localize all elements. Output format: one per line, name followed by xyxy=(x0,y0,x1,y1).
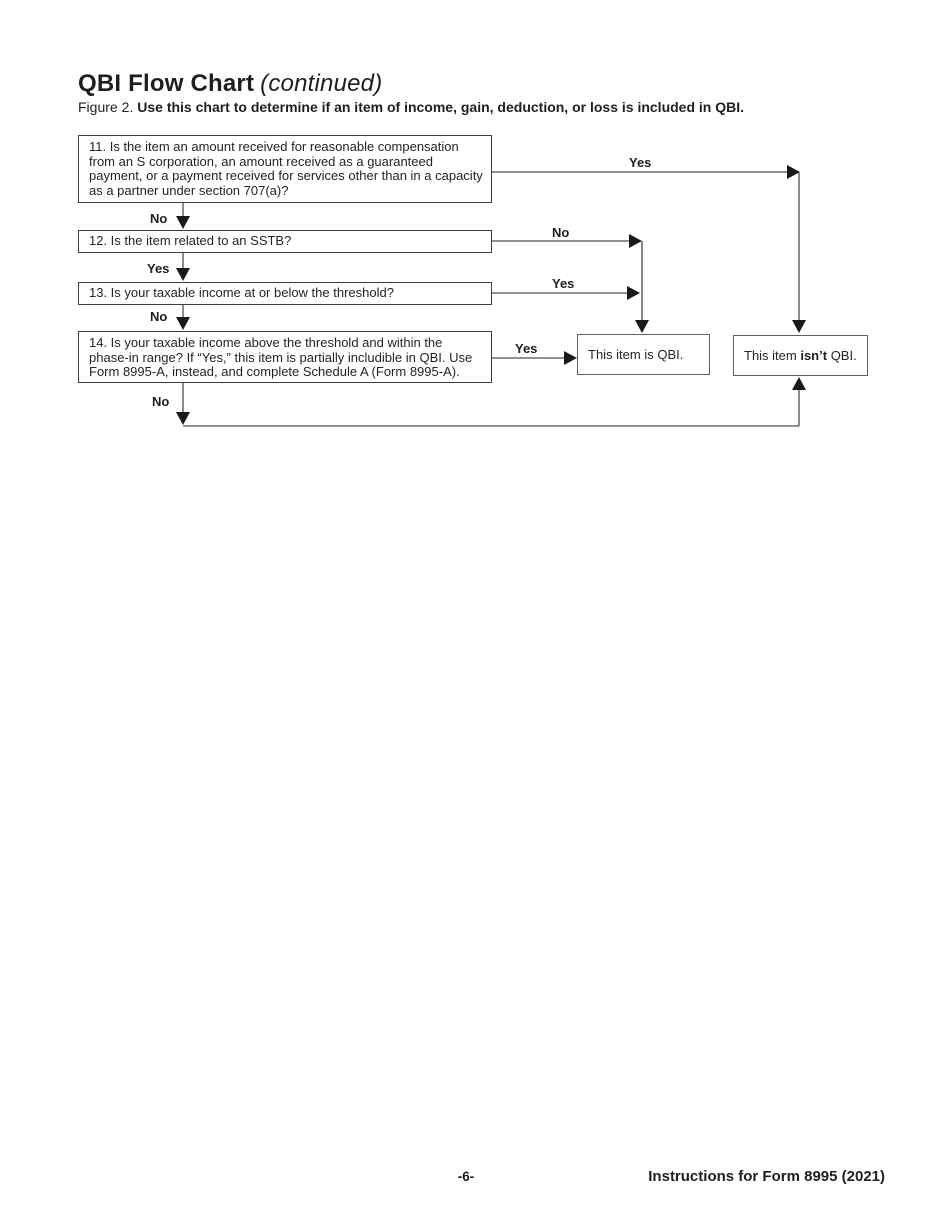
label-q11-yes: Yes xyxy=(629,155,652,170)
label-q11-no: No xyxy=(150,211,168,226)
arrow-q13-no xyxy=(176,305,190,330)
flowchart-result-is-qbi: This item is QBI. xyxy=(577,334,710,375)
label-q14-no: No xyxy=(152,394,170,409)
figure-caption: Figure 2.Use this chart to determine if … xyxy=(78,99,744,115)
label-q12-yes: Yes xyxy=(147,261,170,276)
label-q12-no: No xyxy=(552,225,570,240)
arrow-q14-no xyxy=(176,377,806,427)
figure-label: Figure 2. xyxy=(78,99,134,115)
label-q13-no: No xyxy=(150,309,168,324)
arrow-q11-yes xyxy=(492,165,806,333)
page-title-main: QBI Flow Chart xyxy=(78,70,255,97)
flowchart-result-isnt-qbi: This item isn’t QBI. xyxy=(733,335,868,376)
flowchart-box-q14: 14. Is your taxable income above the thr… xyxy=(78,331,492,383)
arrow-q11-no xyxy=(176,203,190,229)
footer-document-title: Instructions for Form 8995 (2021) xyxy=(648,1168,885,1185)
page-title: QBI Flow Chart(continued) xyxy=(78,70,382,97)
label-q13-yes: Yes xyxy=(552,276,575,291)
label-q14-yes: Yes xyxy=(515,341,538,356)
flowchart-box-q12: 12. Is the item related to an SSTB? xyxy=(78,230,492,253)
footer-page-number: -6- xyxy=(457,1169,475,1184)
figure-caption-text: Use this chart to determine if an item o… xyxy=(137,99,745,115)
result-is-qbi-text: This item is QBI. xyxy=(588,347,684,362)
flowchart-box-q11: 11. Is the item an amount received for r… xyxy=(78,135,492,203)
flowchart-box-q13: 13. Is your taxable income at or below t… xyxy=(78,282,492,305)
result-isnt-qbi-text: This item isn’t QBI. xyxy=(744,348,857,363)
page-title-continued: (continued) xyxy=(260,70,383,97)
arrow-q12-yes xyxy=(176,253,190,281)
